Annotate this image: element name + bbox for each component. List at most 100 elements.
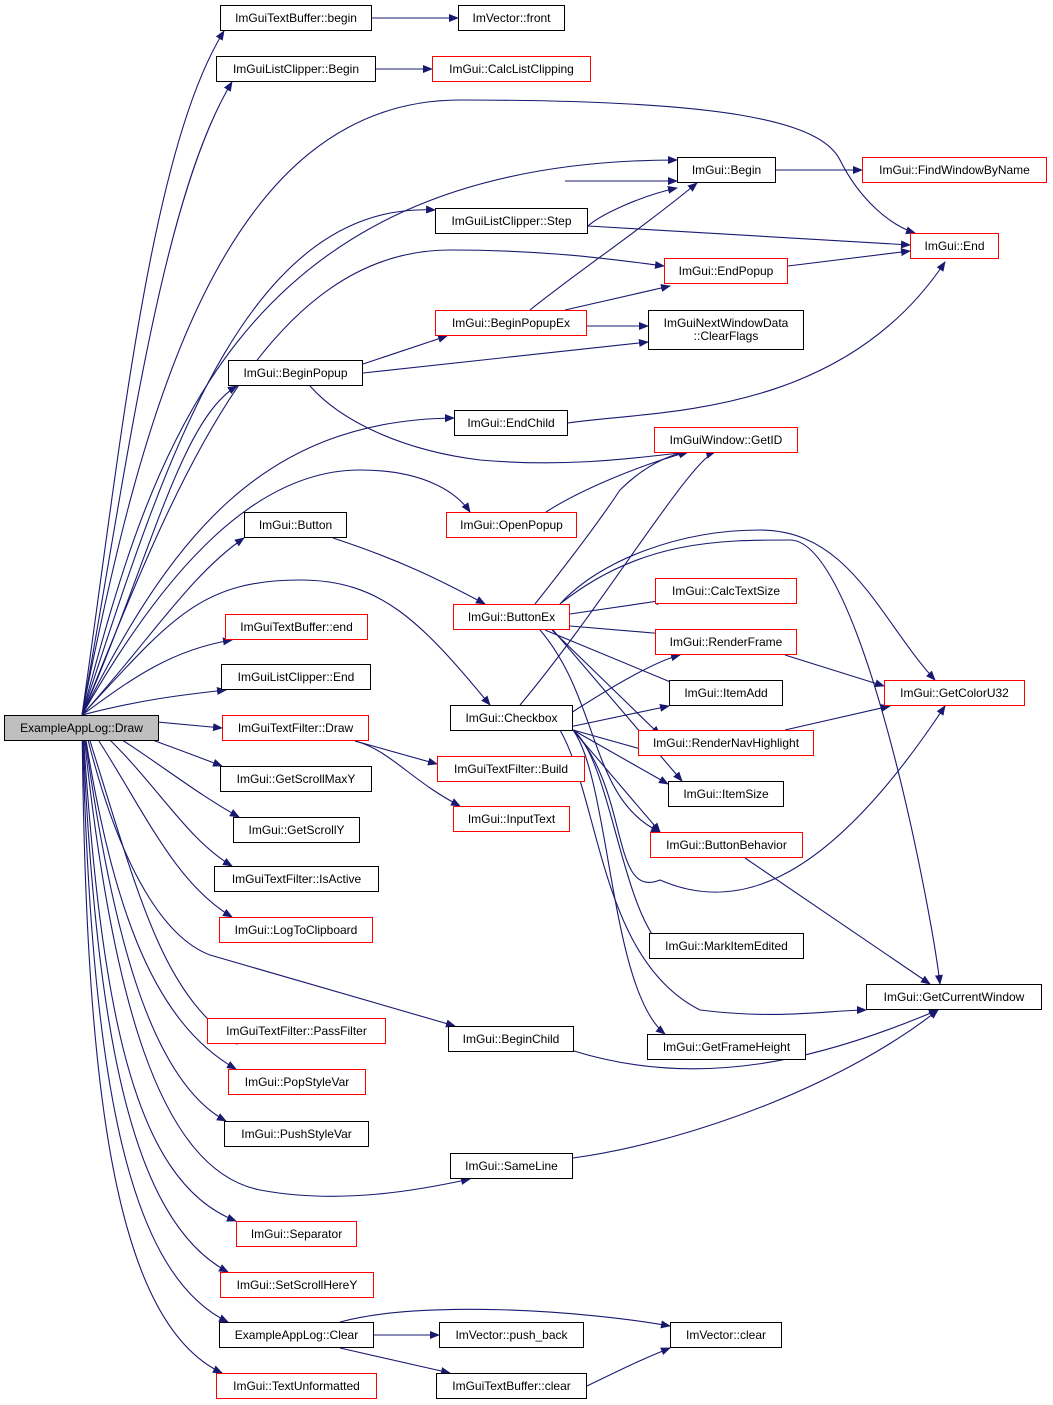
node-listclipper-end[interactable]: ImGuiListClipper::End	[221, 664, 371, 690]
node-end-child[interactable]: ImGui::EndChild	[454, 410, 568, 436]
call-edge	[81, 30, 225, 716]
node-imgui-begin[interactable]: ImGui::Begin	[677, 157, 776, 183]
node-end-popup[interactable]: ImGui::EndPopup	[664, 258, 788, 284]
call-edge	[784, 704, 891, 731]
call-edge	[81, 714, 229, 1323]
call-edge	[519, 450, 716, 706]
node-vector-push-back[interactable]: ImVector::push_back	[439, 1322, 584, 1348]
call-edge	[81, 714, 471, 1197]
call-edge	[545, 450, 689, 513]
call-edge	[81, 385, 238, 716]
node-button-ex[interactable]: ImGui::ButtonEx	[453, 604, 570, 630]
call-edge	[573, 1009, 939, 1070]
call-edge	[572, 729, 666, 1035]
node-listclipper-step[interactable]: ImGuiListClipper::Step	[435, 208, 588, 234]
node-get-scroll-max-y[interactable]: ImGui::GetScrollMaxY	[220, 766, 372, 792]
call-edge	[529, 182, 698, 311]
call-edge	[586, 1347, 671, 1387]
call-edge	[559, 529, 936, 681]
call-edge	[339, 1308, 671, 1329]
node-calc-text-size[interactable]: ImGui::CalcTextSize	[655, 578, 797, 604]
call-edge	[81, 537, 245, 716]
node-button-behavior[interactable]: ImGui::ButtonBehavior	[650, 832, 803, 858]
node-imgui-end[interactable]: ImGui::End	[910, 233, 999, 259]
call-edge	[564, 284, 671, 311]
node-item-add[interactable]: ImGui::ItemAdd	[669, 680, 783, 706]
call-edge	[81, 81, 233, 716]
call-edge	[354, 740, 461, 807]
node-begin-popup-ex[interactable]: ImGui::BeginPopupEx	[435, 310, 587, 336]
call-edge	[81, 714, 237, 1070]
node-text-unformatted[interactable]: ImGui::TextUnformatted	[216, 1373, 377, 1399]
node-begin-child[interactable]: ImGui::BeginChild	[448, 1026, 574, 1052]
call-edge	[572, 729, 661, 833]
node-calc-list-clipping[interactable]: ImGui::CalcListClipping	[432, 56, 591, 82]
call-edge	[362, 335, 448, 365]
node-vector-clear[interactable]: ImVector::clear	[670, 1322, 782, 1348]
call-edge	[81, 714, 229, 1273]
node-mark-item-edited[interactable]: ImGui::MarkItemEdited	[649, 933, 804, 959]
call-edge	[569, 625, 666, 638]
call-edge	[572, 705, 946, 893]
node-separator[interactable]: ImGui::Separator	[236, 1221, 357, 1247]
call-edge	[784, 654, 885, 688]
node-textfilter-build[interactable]: ImGuiTextFilter::Build	[437, 756, 585, 782]
call-edge	[787, 248, 911, 267]
node-textfilter-draw[interactable]: ImGuiTextFilter::Draw	[222, 715, 369, 741]
node-button[interactable]: ImGui::Button	[244, 512, 347, 538]
node-textfilter-is-active[interactable]: ImGuiTextFilter::IsActive	[214, 866, 379, 892]
call-edge	[354, 740, 438, 766]
node-get-scroll-y[interactable]: ImGui::GetScrollY	[233, 817, 360, 843]
node-render-frame[interactable]: ImGui::RenderFrame	[655, 629, 797, 655]
node-push-style-var[interactable]: ImGui::PushStyleVar	[224, 1121, 369, 1147]
call-edge	[362, 338, 649, 374]
call-edge	[81, 686, 227, 716]
call-edge	[81, 414, 455, 716]
call-edge	[539, 629, 661, 833]
node-set-scroll-here-y[interactable]: ImGui::SetScrollHereY	[220, 1272, 374, 1298]
node-open-popup[interactable]: ImGui::OpenPopup	[446, 512, 577, 538]
node-textbuffer-end[interactable]: ImGuiTextBuffer::end	[225, 614, 368, 640]
call-edge	[81, 714, 227, 1122]
node-input-text[interactable]: ImGui::InputText	[453, 806, 570, 832]
node-textbuffer-begin[interactable]: ImGuiTextBuffer::begin	[220, 5, 372, 31]
node-get-frame-height[interactable]: ImGui::GetFrameHeight	[647, 1034, 806, 1060]
node-window-get-id[interactable]: ImGuiWindow::GetID	[654, 427, 798, 453]
node-same-line[interactable]: ImGui::SameLine	[450, 1153, 573, 1179]
node-textfilter-pass-filter[interactable]: ImGuiTextFilter::PassFilter	[207, 1018, 386, 1044]
call-edge	[81, 714, 233, 918]
call-edge	[559, 539, 943, 985]
node-find-window-by-name[interactable]: ImGui::FindWindowByName	[862, 157, 1047, 183]
node-log-to-clipboard[interactable]: ImGui::LogToClipboard	[219, 917, 373, 943]
call-edge	[554, 703, 670, 731]
call-edge	[81, 99, 916, 716]
node-pop-style-var[interactable]: ImGui::PopStyleVar	[228, 1069, 366, 1095]
node-listclipper-begin[interactable]: ImGuiListClipper::Begin	[216, 56, 376, 82]
node-get-current-window[interactable]: ImGui::GetCurrentWindow	[866, 984, 1042, 1010]
call-edge	[309, 385, 689, 464]
node-root[interactable]: ExampleAppLog::Draw	[4, 715, 159, 741]
node-get-color-u32[interactable]: ImGui::GetColorU32	[884, 680, 1025, 706]
call-edge	[81, 714, 223, 1374]
call-edge	[81, 156, 678, 716]
call-edge	[81, 469, 471, 716]
call-edge	[332, 537, 486, 605]
call-edge	[572, 1009, 939, 1159]
call-edge	[339, 1347, 451, 1375]
call-edge	[534, 448, 689, 605]
node-begin-popup[interactable]: ImGui::BeginPopup	[228, 360, 363, 386]
node-item-size[interactable]: ImGui::ItemSize	[668, 781, 784, 807]
call-edge	[567, 261, 946, 424]
node-vector-front[interactable]: ImVector::front	[458, 5, 565, 31]
node-textbuffer-clear[interactable]: ImGuiTextBuffer::clear	[436, 1373, 587, 1399]
call-edge	[81, 205, 436, 716]
node-applog-clear[interactable]: ExampleAppLog::Clear	[219, 1322, 374, 1348]
call-edge	[81, 714, 456, 1028]
call-edge	[81, 579, 491, 716]
call-edge	[559, 729, 867, 1015]
call-edge	[544, 629, 686, 689]
node-next-window-clear[interactable]: ImGuiNextWindowData ::ClearFlags	[648, 310, 804, 350]
node-render-nav-highlight[interactable]: ImGui::RenderNavHighlight	[638, 730, 814, 756]
node-checkbox[interactable]: ImGui::Checkbox	[450, 705, 573, 731]
